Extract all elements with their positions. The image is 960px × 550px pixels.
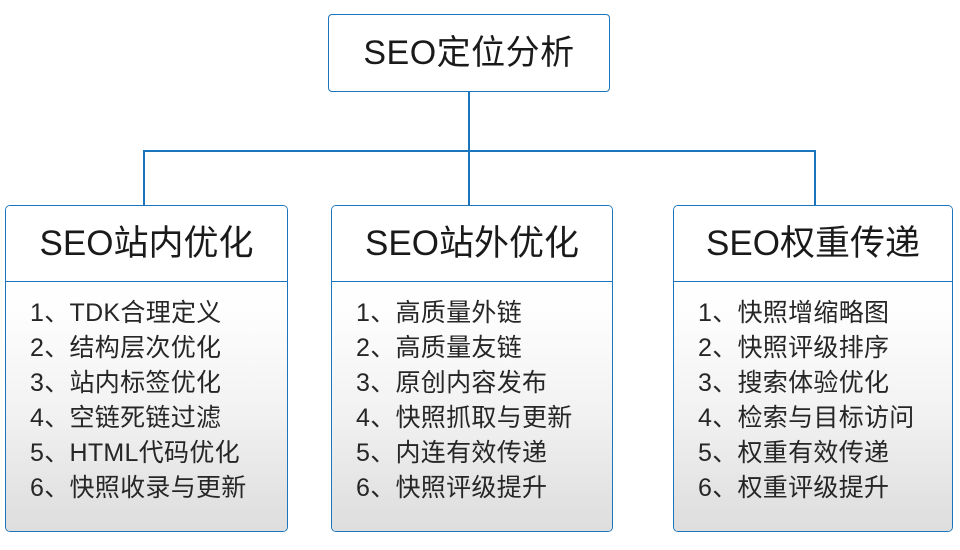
branch-box-weight-transfer[interactable]: SEO权重传递 1、快照增缩略图 2、快照评级排序 3、搜索体验优化 4、检索与… [673,205,953,532]
branch-header-label: SEO站外优化 [365,224,579,263]
branch-list-offsite: 1、高质量外链 2、高质量友链 3、原创内容发布 4、快照抓取与更新 5、内连有… [332,282,612,531]
list-item: 4、检索与目标访问 [698,404,915,432]
list-item: 6、快照收录与更新 [30,474,247,502]
branch-header-weight-transfer: SEO权重传递 [674,206,952,282]
list-item: 6、权重评级提升 [698,474,890,502]
list-item: 1、TDK合理定义 [30,299,222,327]
branch-box-offsite[interactable]: SEO站外优化 1、高质量外链 2、高质量友链 3、原创内容发布 4、快照抓取与… [331,205,613,532]
list-item: 2、高质量友链 [356,334,523,362]
branch-header-offsite: SEO站外优化 [332,206,612,282]
list-item: 3、原创内容发布 [356,369,548,397]
branch-list-weight-transfer: 1、快照增缩略图 2、快照评级排序 3、搜索体验优化 4、检索与目标访问 5、权… [674,282,952,531]
branch-box-onsite[interactable]: SEO站内优化 1、TDK合理定义 2、结构层次优化 3、站内标签优化 4、空链… [5,205,288,532]
list-item: 4、快照抓取与更新 [356,404,573,432]
list-item: 2、结构层次优化 [30,334,222,362]
list-item: 5、HTML代码优化 [30,439,240,467]
branch-header-label: SEO站内优化 [39,224,254,263]
branch-list-onsite: 1、TDK合理定义 2、结构层次优化 3、站内标签优化 4、空链死链过滤 5、H… [6,282,287,531]
root-node-label: SEO定位分析 [363,34,575,72]
connector-drop-right [814,150,816,206]
list-item: 4、空链死链过滤 [30,404,222,432]
list-item: 1、高质量外链 [356,299,523,327]
list-item: 3、站内标签优化 [30,369,222,397]
list-item: 1、快照增缩略图 [698,299,890,327]
root-node[interactable]: SEO定位分析 [328,14,610,92]
connector-drop-middle [468,150,470,206]
list-item: 3、搜索体验优化 [698,369,890,397]
list-item: 2、快照评级排序 [698,334,890,362]
branch-header-onsite: SEO站内优化 [6,206,287,282]
connector-root-stem [468,92,470,151]
connector-horizontal-bus [143,150,815,152]
list-item: 6、快照评级提升 [356,474,548,502]
list-item: 5、权重有效传递 [698,439,890,467]
connector-drop-left [143,150,145,206]
branch-header-label: SEO权重传递 [706,224,920,263]
list-item: 5、内连有效传递 [356,439,548,467]
